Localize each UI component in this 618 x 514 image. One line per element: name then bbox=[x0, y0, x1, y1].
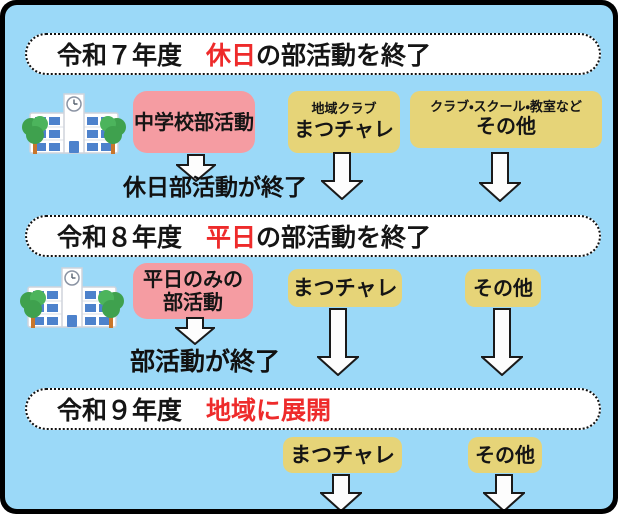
banner-highlight: 平日 bbox=[206, 223, 257, 252]
middle-school-club-box: 中学校部活動 bbox=[133, 91, 255, 153]
middle-school-club-label: 中学校部活動 bbox=[134, 109, 254, 134]
school-building-icon bbox=[22, 93, 126, 154]
matsu-chare-box-r7: 地域クラブ まつチャレ bbox=[288, 91, 400, 153]
down-arrow-icon bbox=[175, 317, 215, 345]
result-label-r8: 部活動が終了 bbox=[129, 347, 280, 376]
matsu-chare-box-r9: まつチャレ bbox=[283, 437, 402, 473]
matsu-chare-label: まつチャレ bbox=[290, 442, 395, 467]
down-arrow-icon bbox=[317, 308, 359, 376]
result-label-r7: 休日部活動が終了 bbox=[123, 175, 307, 201]
weekday-only-club-line1: 平日のみの bbox=[143, 267, 243, 291]
down-arrow-icon bbox=[483, 474, 525, 509]
down-arrow-icon bbox=[176, 154, 216, 182]
banner-rest-label: の部活動を終了 bbox=[256, 41, 432, 70]
weekday-only-club-line2: 部活動 bbox=[163, 290, 223, 314]
banner-highlight: 休日 bbox=[206, 41, 257, 70]
down-arrow-icon bbox=[321, 152, 363, 200]
weekday-only-club-box: 平日のみの 部活動 bbox=[133, 263, 253, 319]
other-label: その他 bbox=[473, 275, 533, 300]
other-label: その他 bbox=[475, 442, 535, 467]
down-arrow-icon bbox=[320, 474, 362, 509]
matsu-chare-box-r8: まつチャレ bbox=[288, 269, 402, 307]
down-arrow-icon bbox=[479, 152, 521, 202]
down-arrow-icon bbox=[481, 308, 523, 376]
other-box-r9: その他 bbox=[468, 437, 542, 473]
school-building-icon bbox=[20, 267, 124, 328]
banner-reiwa8: 令和８年度平日の部活動を終了 bbox=[25, 215, 601, 257]
matsu-chare-label: まつチャレ bbox=[294, 116, 394, 141]
matsu-chare-caption: 地域クラブ bbox=[311, 102, 377, 118]
other-box-r7: クラブ・スクール・教室など その他 bbox=[410, 91, 602, 148]
banner-reiwa9: 令和９年度地域に展開 bbox=[25, 388, 601, 430]
other-caption: クラブ・スクール・教室など bbox=[430, 99, 582, 115]
other-box-r8: その他 bbox=[465, 269, 541, 307]
banner-rest-label: の部活動を終了 bbox=[256, 223, 432, 252]
diagram-canvas: 令和７年度休日の部活動を終了 bbox=[5, 5, 613, 509]
banner-highlight: 地域に展開 bbox=[206, 396, 332, 425]
banner-year-label: 令和８年度 bbox=[57, 223, 183, 252]
banner-year-label: 令和７年度 bbox=[57, 41, 183, 70]
banner-reiwa7: 令和７年度休日の部活動を終了 bbox=[25, 33, 601, 75]
banner-year-label: 令和９年度 bbox=[57, 396, 183, 425]
matsu-chare-label: まつチャレ bbox=[292, 275, 398, 300]
other-label: その他 bbox=[476, 114, 536, 139]
